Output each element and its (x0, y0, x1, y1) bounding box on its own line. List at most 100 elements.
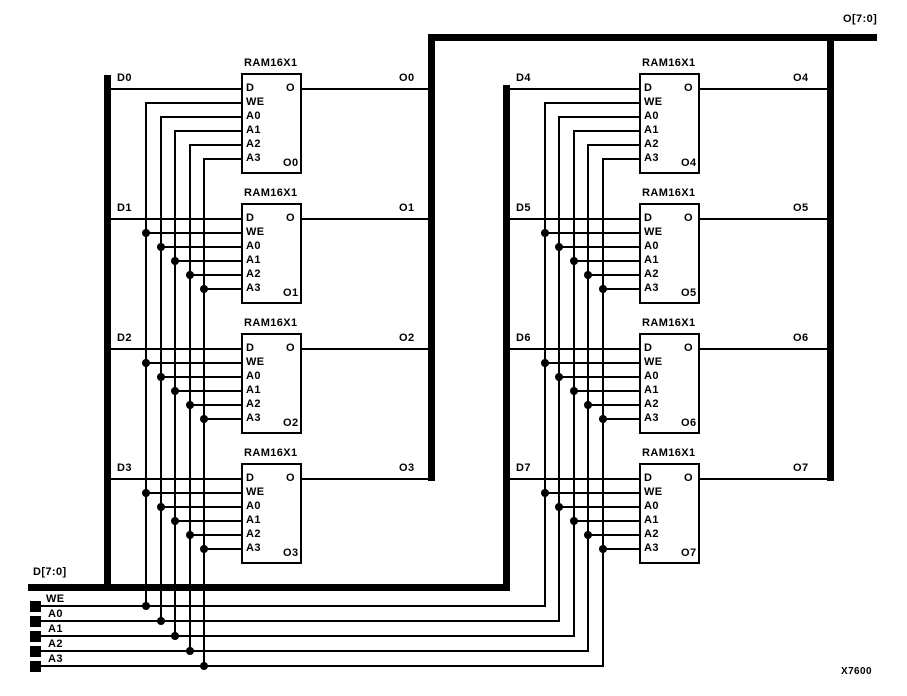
pin-label: A0 (644, 370, 659, 382)
input-net-label: D5 (516, 202, 531, 214)
input-net-label: D0 (117, 72, 132, 84)
data-input-wire (510, 348, 641, 350)
junction-dot (584, 401, 592, 409)
pin-label: A3 (246, 152, 261, 164)
ram16x1-block (241, 463, 302, 564)
figure-id-label: X7600 (841, 666, 872, 677)
pin-label: A3 (644, 282, 659, 294)
pin-stub-wire (603, 548, 641, 550)
pin-label: A2 (644, 528, 659, 540)
ram16x1-block (241, 333, 302, 434)
junction-dot (157, 617, 165, 625)
pin-label: A3 (644, 412, 659, 424)
control-vertical-wire (145, 102, 147, 607)
pin-stub-wire (161, 376, 243, 378)
pin-stub-wire (603, 288, 641, 290)
junction-dot (186, 647, 194, 655)
junction-dot (142, 229, 150, 237)
junction-dot (200, 415, 208, 423)
junction-dot (171, 257, 179, 265)
junction-dot (171, 387, 179, 395)
junction-dot (142, 489, 150, 497)
junction-dot (200, 662, 208, 670)
control-vertical-wire (203, 158, 205, 667)
ram16x1-block (639, 73, 700, 174)
junction-dot (142, 359, 150, 367)
junction-dot (541, 229, 549, 237)
data-input-wire (111, 88, 243, 90)
data-output-wire (300, 218, 430, 220)
control-vertical-wire (558, 116, 560, 622)
data-output-wire (300, 478, 430, 480)
output-pin-label: O (684, 342, 693, 354)
pin-label: A0 (644, 500, 659, 512)
data-output-wire (698, 218, 829, 220)
pin-label: A0 (644, 240, 659, 252)
input-bus-right-segment (503, 85, 510, 591)
ram16x1-block (639, 333, 700, 434)
ram16x1-block (241, 73, 302, 174)
pin-label: A2 (246, 138, 261, 150)
pin-label: A1 (644, 384, 659, 396)
ram16x1-block (639, 203, 700, 304)
junction-dot (186, 531, 194, 539)
signal-label-we: WE (46, 593, 65, 605)
data-input-wire (111, 478, 243, 480)
terminal-square-a0 (30, 616, 41, 627)
pin-label: A1 (246, 254, 261, 266)
ram16x1-block (241, 203, 302, 304)
pin-label: D (644, 472, 653, 484)
signal-label-a3: A3 (48, 653, 63, 665)
output-bus-right-segment (827, 34, 834, 481)
pin-label: D (246, 342, 255, 354)
junction-dot (570, 257, 578, 265)
pin-stub-wire (588, 274, 641, 276)
junction-dot (599, 415, 607, 423)
output-net-label: O5 (793, 202, 809, 214)
output-net-label: O7 (793, 462, 809, 474)
output-net-label: O0 (399, 72, 415, 84)
junction-dot (599, 545, 607, 553)
junction-dot (570, 517, 578, 525)
pin-stub-wire (190, 274, 243, 276)
terminal-square-a2 (30, 646, 41, 657)
terminal-square-a3 (30, 661, 41, 672)
pin-label: A1 (644, 514, 659, 526)
block-title: RAM16X1 (642, 187, 696, 199)
output-pin-label: O (286, 82, 295, 94)
junction-dot (541, 359, 549, 367)
pin-label: D (644, 212, 653, 224)
pin-label: D (246, 472, 255, 484)
pin-stub-wire (559, 376, 641, 378)
output-net-label: O4 (793, 72, 809, 84)
pin-label: A3 (644, 542, 659, 554)
output-pin-label: O (684, 472, 693, 484)
pin-stub-wire (175, 390, 243, 392)
ram16x1-block (639, 463, 700, 564)
pin-label: A0 (246, 370, 261, 382)
junction-dot (555, 243, 563, 251)
pin-stub-wire (559, 116, 641, 118)
data-input-wire (510, 88, 641, 90)
control-vertical-wire (602, 158, 604, 667)
pin-label: A0 (246, 500, 261, 512)
pin-label: A2 (246, 268, 261, 280)
pin-stub-wire (175, 130, 243, 132)
output-pin-label: O (684, 212, 693, 224)
data-output-wire (698, 88, 829, 90)
pin-label: A1 (644, 254, 659, 266)
pin-stub-wire (574, 130, 641, 132)
pin-stub-wire (588, 534, 641, 536)
pin-label: WE (246, 356, 265, 368)
pin-stub-wire (204, 548, 243, 550)
output-pin-label: O (684, 82, 693, 94)
pin-label: A3 (246, 542, 261, 554)
data-input-wire (111, 218, 243, 220)
junction-dot (541, 489, 549, 497)
output-net-label: O2 (399, 332, 415, 344)
input-net-label: D7 (516, 462, 531, 474)
pin-label: WE (246, 486, 265, 498)
junction-dot (555, 503, 563, 511)
pin-label: WE (246, 96, 265, 108)
